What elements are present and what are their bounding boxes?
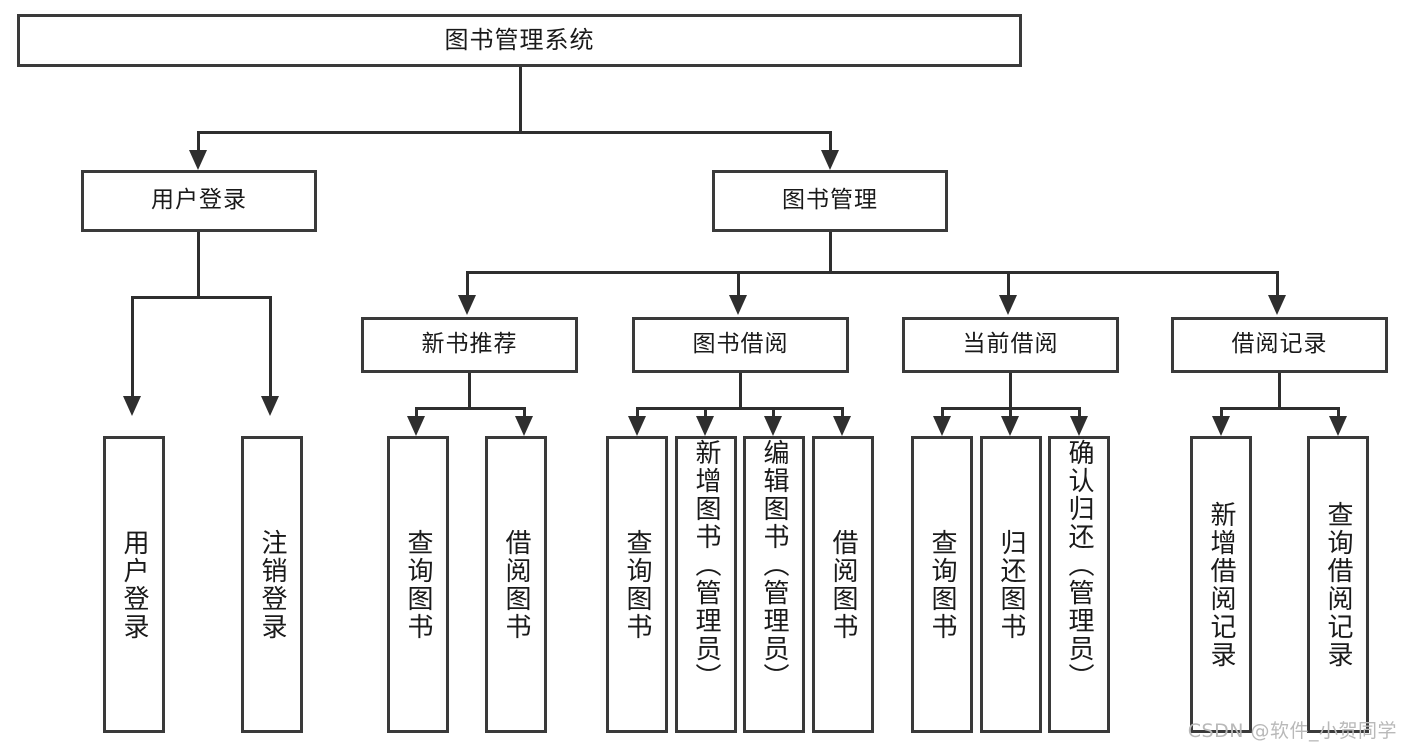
- leaf-query-book-1[interactable]: 查询图书: [387, 436, 449, 733]
- connector-root-drop-2: [829, 131, 832, 151]
- leaf-confirm-return[interactable]: 确认归还（管理员）: [1048, 436, 1110, 733]
- node-label: 新书推荐: [421, 331, 518, 358]
- leaf-label: 借阅图书: [828, 528, 859, 641]
- connector-root-stem: [519, 67, 522, 131]
- connector-bookborrow-bus: [636, 407, 844, 410]
- connector-bookmanage-stem: [829, 232, 832, 271]
- connector-currentborrow-drop-1: [941, 407, 944, 419]
- connector-userlogin-bus: [131, 296, 272, 299]
- connector-borrowrecord-drop-2: [1337, 407, 1340, 419]
- connector-bookborrow-stem: [739, 373, 742, 407]
- node-label: 图书管理: [782, 187, 878, 214]
- leaf-label: 查询图书: [403, 528, 434, 641]
- connector-newbook-stem: [468, 373, 471, 407]
- connector-userlogin-stem: [197, 232, 200, 296]
- arrowhead-icon: [821, 150, 839, 170]
- connector-userlogin-drop-1: [131, 296, 134, 396]
- arrowhead-icon: [458, 295, 476, 315]
- node-label: 图书借阅: [692, 331, 789, 358]
- arrowhead-icon: [515, 416, 533, 436]
- connector-currentborrow-drop-2: [1009, 407, 1012, 419]
- connector-bookmanage-drop-4: [1276, 271, 1279, 296]
- leaf-label: 新增借阅记录: [1206, 500, 1237, 669]
- arrowhead-icon: [1212, 416, 1230, 436]
- connector-newbook-drop-1: [415, 407, 418, 419]
- arrowhead-icon: [764, 416, 782, 436]
- connector-root-drop-1: [197, 131, 200, 151]
- node-label: 借阅记录: [1231, 331, 1328, 358]
- leaf-label: 查询图书: [927, 528, 958, 641]
- arrowhead-icon: [933, 416, 951, 436]
- connector-bookmanage-drop-1: [466, 271, 469, 296]
- leaf-borrow-book-2[interactable]: 借阅图书: [812, 436, 874, 733]
- connector-newbook-drop-2: [523, 407, 526, 419]
- leaf-query-book-2[interactable]: 查询图书: [606, 436, 668, 733]
- leaf-label: 查询借阅记录: [1323, 500, 1354, 669]
- connector-borrowrecord-stem: [1278, 373, 1281, 407]
- leaf-label: 新增图书（管理员）: [691, 439, 722, 691]
- node-label: 图书管理系统: [444, 26, 595, 55]
- arrowhead-icon: [833, 416, 851, 436]
- connector-borrowrecord-drop-1: [1220, 407, 1223, 419]
- connector-bookborrow-drop-1: [636, 407, 639, 419]
- arrowhead-icon: [407, 416, 425, 436]
- arrowhead-icon: [261, 396, 279, 416]
- connector-borrowrecord-bus: [1220, 407, 1340, 410]
- leaf-add-book[interactable]: 新增图书（管理员）: [675, 436, 737, 733]
- leaf-label: 注销登录: [257, 528, 288, 641]
- connector-userlogin-drop-2: [269, 296, 272, 396]
- connector-currentborrow-stem: [1009, 373, 1012, 407]
- node-current-borrow[interactable]: 当前借阅: [902, 317, 1119, 373]
- connector-bookborrow-drop-3: [772, 407, 775, 419]
- leaf-label: 借阅图书: [501, 528, 532, 641]
- leaf-edit-book[interactable]: 编辑图书（管理员）: [743, 436, 805, 733]
- arrowhead-icon: [628, 416, 646, 436]
- arrowhead-icon: [999, 295, 1017, 315]
- arrowhead-icon: [189, 150, 207, 170]
- leaf-return-book[interactable]: 归还图书: [980, 436, 1042, 733]
- node-book-manage[interactable]: 图书管理: [712, 170, 948, 232]
- connector-bookborrow-drop-4: [841, 407, 844, 419]
- leaf-query-record[interactable]: 查询借阅记录: [1307, 436, 1369, 733]
- node-label: 用户登录: [151, 187, 247, 214]
- leaf-label: 编辑图书（管理员）: [759, 439, 790, 691]
- connector-newbook-bus: [415, 407, 526, 410]
- node-book-borrow[interactable]: 图书借阅: [632, 317, 849, 373]
- leaf-query-book-3[interactable]: 查询图书: [911, 436, 973, 733]
- watermark-text: CSDN @软件_小贺同学: [1187, 720, 1397, 742]
- leaf-borrow-book-1[interactable]: 借阅图书: [485, 436, 547, 733]
- connector-root-bus: [197, 131, 831, 134]
- connector-bookmanage-drop-2: [737, 271, 740, 296]
- leaf-add-record[interactable]: 新增借阅记录: [1190, 436, 1252, 733]
- node-user-login[interactable]: 用户登录: [81, 170, 317, 232]
- node-label: 当前借阅: [962, 331, 1059, 358]
- arrowhead-icon: [1070, 416, 1088, 436]
- arrowhead-icon: [1268, 295, 1286, 315]
- arrowhead-icon: [729, 295, 747, 315]
- connector-bookmanage-drop-3: [1007, 271, 1010, 296]
- connector-bookmanage-bus: [466, 271, 1279, 274]
- arrowhead-icon: [1001, 416, 1019, 436]
- arrowhead-icon: [123, 396, 141, 416]
- leaf-label: 用户登录: [119, 528, 150, 641]
- connector-currentborrow-drop-3: [1078, 407, 1081, 419]
- leaf-user-login[interactable]: 用户登录: [103, 436, 165, 733]
- arrowhead-icon: [696, 416, 714, 436]
- node-borrow-record[interactable]: 借阅记录: [1171, 317, 1388, 373]
- leaf-user-logout[interactable]: 注销登录: [241, 436, 303, 733]
- connector-bookborrow-drop-2: [704, 407, 707, 419]
- leaf-label: 归还图书: [996, 528, 1027, 641]
- arrowhead-icon: [1329, 416, 1347, 436]
- node-new-book-recommend[interactable]: 新书推荐: [361, 317, 578, 373]
- leaf-label: 查询图书: [622, 528, 653, 641]
- node-root-system[interactable]: 图书管理系统: [17, 14, 1022, 67]
- leaf-label: 确认归还（管理员）: [1064, 439, 1095, 691]
